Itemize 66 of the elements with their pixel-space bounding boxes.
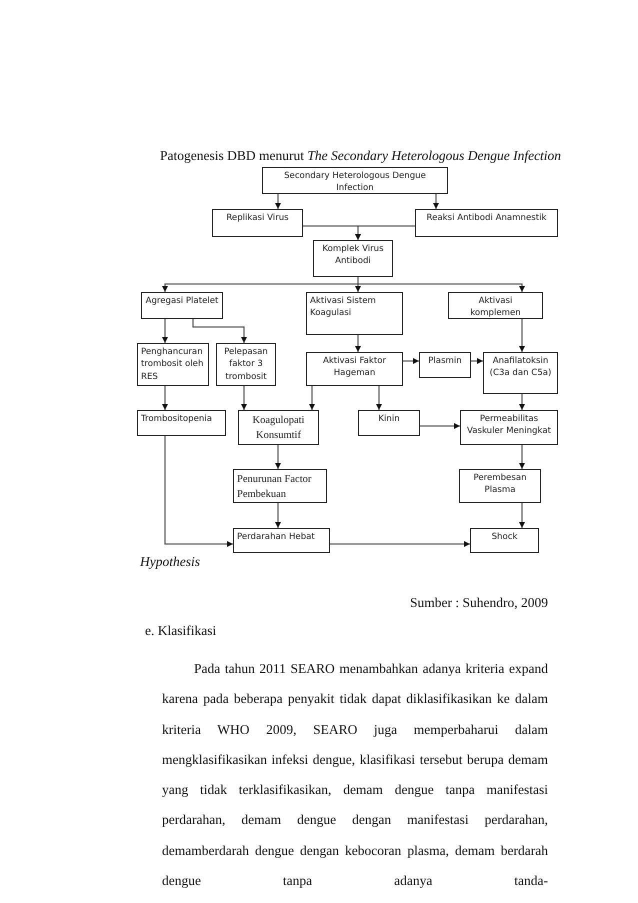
process-box — [358, 410, 420, 436]
process-box — [141, 292, 223, 319]
section-heading: e. Klasifikasi — [145, 623, 216, 639]
diagram-title: Patogenesis DBD menurut The Secondary Heterologous Dengue Infection — [160, 148, 562, 164]
process-box — [313, 240, 393, 277]
box-label: Koagulopati Konsumtif — [252, 414, 306, 444]
arrow — [519, 394, 525, 410]
process-box — [233, 469, 327, 503]
box-label: Komplek Virus Antibodi — [321, 243, 385, 268]
box-label: Penghancuran trombosit oleh RES — [141, 346, 204, 384]
box-label: Pelepasan faktor 3 trombosit — [223, 346, 269, 384]
arrow — [164, 436, 234, 547]
body-paragraph: Pada tahun 2011 SEARO menambahkan adanya kriteria expand karena pada beberapa penyakit tidak dapat diklasifikasikan ke dalam kriteria WHO 2009, SEARO juga memperbaharui dalam mengklasifikasikan infeksi dengue, klasifikasi tersebut berupa demam yang tidak terklasifikasikan, demam dengue tanpa manifestasi perdarahan, demam dengue dengan manifestasi perdarahan, demamberdarah dengue dengan kebocoran plasma, demam berdarah dengue tanpa adanya tanda- — [162, 660, 548, 890]
process-box — [448, 292, 543, 319]
process-box — [470, 528, 539, 553]
figure-note: Hypothesis — [140, 554, 200, 570]
box-label: Penurunan Factor Pembekuan — [237, 473, 312, 502]
box-label: Aktivasi Sistem Koagulasi — [310, 295, 377, 320]
box-label: Anafilatoksin (C3a dan C5a) — [488, 355, 552, 380]
arrow — [420, 423, 460, 429]
box-label: Agregasi Platelet — [145, 295, 219, 308]
arrow — [433, 194, 439, 210]
process-box — [460, 410, 558, 445]
box-label: Perembesan Plasma — [472, 472, 528, 497]
arrow — [275, 502, 281, 528]
process-box — [137, 410, 226, 436]
process-box — [238, 410, 319, 445]
box-label: Replikasi Virus — [225, 212, 290, 224]
process-box — [415, 209, 558, 237]
box-label: Permeabilitas Vaskuler Meningkat — [466, 413, 552, 438]
source-note: Sumber : Suhendro, 2009 — [410, 595, 548, 611]
process-box — [233, 528, 330, 553]
arrow — [330, 541, 470, 547]
process-box — [419, 352, 471, 378]
arrow — [162, 318, 168, 344]
arrow — [241, 386, 247, 410]
process-box — [306, 352, 403, 386]
arrow — [376, 386, 382, 410]
arrow — [519, 502, 525, 528]
process-box — [459, 469, 541, 503]
box-label: Aktivasi Faktor Hageman — [322, 355, 388, 380]
arrow — [519, 444, 525, 470]
arrow — [470, 358, 484, 364]
arrow — [275, 194, 281, 210]
arrow — [358, 276, 525, 292]
box-label: Perdarahan Hebat — [237, 531, 316, 544]
box-label: Shock — [490, 531, 518, 544]
process-box — [306, 292, 403, 335]
box-label: Reaksi Antibodi Anamnestik — [426, 212, 548, 224]
arrow — [355, 334, 361, 352]
arrow — [275, 444, 281, 470]
arrow — [309, 386, 315, 410]
arrow — [192, 318, 247, 344]
box-label: Aktivasi komplemen — [469, 295, 522, 320]
arrow — [162, 386, 168, 410]
process-box — [483, 352, 558, 394]
arrow — [355, 226, 416, 240]
box-label: Secondary Heterologous Dengue Infection — [283, 170, 427, 195]
box-label: Trombositopenia — [141, 413, 214, 426]
arrow — [402, 358, 420, 364]
box-label: Kinin — [377, 413, 401, 426]
process-box — [262, 167, 448, 194]
box-label: Plasmin — [427, 355, 463, 368]
process-box — [216, 343, 276, 386]
arrow — [519, 318, 525, 352]
process-box — [212, 209, 303, 237]
